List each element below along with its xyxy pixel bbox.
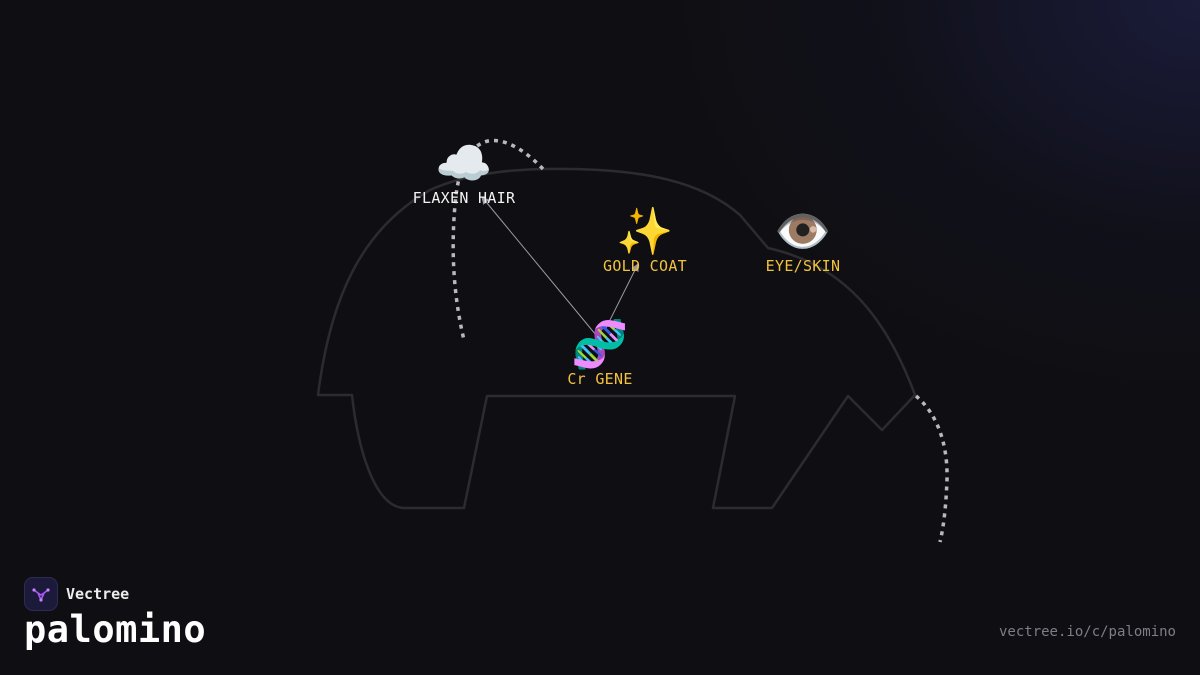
sparkles-icon: ✨ (616, 204, 674, 258)
mane-dotted-line (451, 138, 545, 341)
edge-cr-to-flaxen (481, 196, 597, 336)
brand[interactable]: Vectree (24, 577, 129, 611)
page-title: palomino (24, 608, 207, 651)
eye-icon: 👁️ (774, 204, 832, 258)
node-label: Cr GENE (567, 370, 633, 388)
node-label: FLAXEN HAIR (412, 189, 516, 207)
dna-icon: 🧬 (571, 317, 629, 371)
horse-body-outline (316, 167, 917, 510)
node-label: GOLD COAT (603, 257, 687, 275)
edge-cr-to-gold (604, 263, 639, 331)
cloud-icon: ☁️ (435, 136, 493, 190)
tail-dotted-line (914, 394, 949, 543)
vectree-logo-icon (24, 577, 58, 611)
node-gold-coat[interactable]: ✨ GOLD COAT (603, 205, 687, 275)
brand-name: Vectree (66, 585, 130, 603)
node-eye-skin[interactable]: 👁️ EYE/SKIN (766, 205, 841, 275)
node-cr-gene[interactable]: 🧬 Cr GENE (567, 318, 632, 388)
page-url[interactable]: vectree.io/c/palomino (998, 624, 1176, 640)
node-label: EYE/SKIN (765, 257, 841, 275)
node-flaxen-hair[interactable]: ☁️ FLAXEN HAIR (413, 137, 516, 207)
